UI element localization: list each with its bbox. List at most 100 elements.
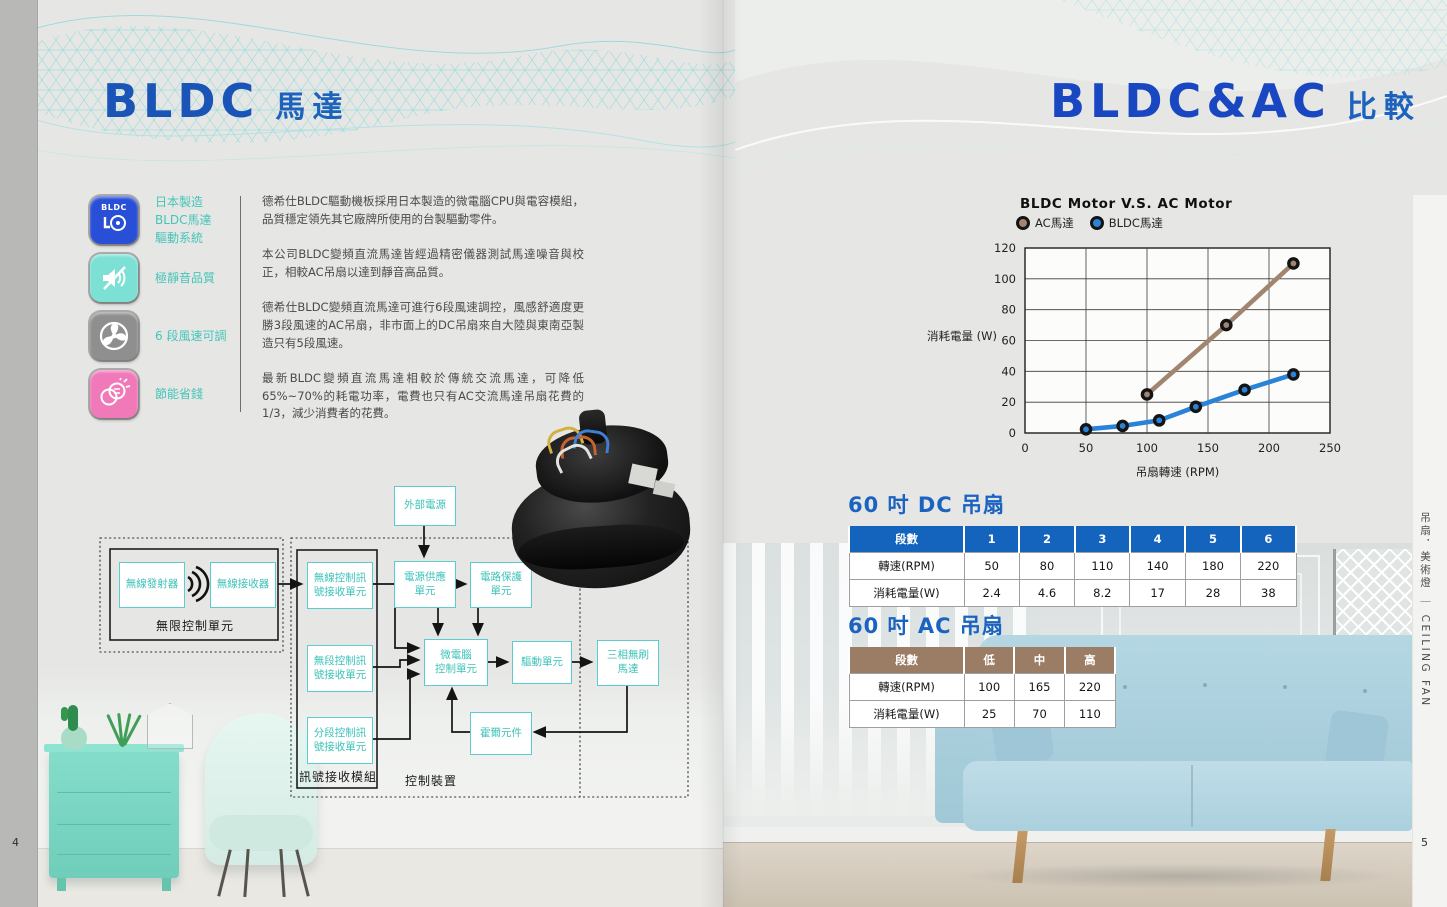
wireless-signal-unit-box: 無線控制訊 號接收單元 xyxy=(307,562,373,609)
row-label-cell: 轉速(RPM) xyxy=(848,673,965,701)
table-cell: 17 xyxy=(1129,579,1186,607)
table-header-cell: 中 xyxy=(1013,647,1066,674)
edge-vertical-caption: 吊扇．美術燈 ｜ CEILING FAN xyxy=(1419,512,1431,708)
table-cell: 2.4 xyxy=(963,579,1020,607)
intro-paragraphs: 德希仕BLDC驅動機板採用日本製造的微電腦CPU與電容模組，品質穩定領先其它廠牌… xyxy=(262,193,584,440)
svg-text:100: 100 xyxy=(1136,441,1158,455)
legend-marker xyxy=(1089,216,1104,230)
tufting-button xyxy=(1203,683,1207,687)
legend-label: BLDC馬達 xyxy=(1108,216,1163,230)
table-header-cell: 5 xyxy=(1184,526,1242,553)
chart-x-axis-label: 吊扇轉速 (RPM) xyxy=(1135,465,1220,479)
tufting-button xyxy=(1123,685,1127,689)
three-phase-motor-box: 三相無刷 馬達 xyxy=(597,640,659,686)
vertical-divider xyxy=(240,196,241,412)
table-cell: 180 xyxy=(1184,552,1242,580)
right-page-title: BLDC&AC 比較 xyxy=(1050,74,1421,128)
table-cell: 4.6 xyxy=(1018,579,1076,607)
ac-table-heading: 60 吋 AC 吊扇 xyxy=(848,614,1004,638)
svg-text:20: 20 xyxy=(1001,395,1016,409)
paragraph-energy: 最新BLDC變頻直流馬達相較於傳統交流馬達，可降低65%~70%的耗電功率，電費… xyxy=(262,370,584,421)
table-header-cell: 高 xyxy=(1063,647,1117,674)
table-header-cell: 3 xyxy=(1073,526,1131,553)
table-cell: 140 xyxy=(1129,552,1186,580)
sofa-seat-cushions xyxy=(963,761,1412,831)
feature-six-speed: 6 段風速可調 xyxy=(90,312,390,360)
bldc-motor-photo xyxy=(502,408,702,595)
svg-text:0: 0 xyxy=(1021,441,1028,455)
row-label-cell: 消耗電量(W) xyxy=(848,579,965,607)
circuit-protection-box: 電路保護 單元 xyxy=(470,562,532,608)
legend-marker xyxy=(1016,216,1030,230)
feature-energy-save: 節能省錢 xyxy=(90,370,390,418)
table-cell: 25 xyxy=(963,700,1015,728)
hall-sensor-box: 霍爾元件 xyxy=(470,712,532,755)
table-header-cell: 6 xyxy=(1239,526,1298,553)
table-cell: 80 xyxy=(1018,552,1076,580)
table-header-cell: 1 xyxy=(962,526,1021,553)
table-cell: 8.2 xyxy=(1074,579,1131,607)
table-header-cell: 段數 xyxy=(848,647,965,674)
svg-text:100: 100 xyxy=(994,272,1016,286)
wireless-receiver-box: 無線接收器 xyxy=(210,562,276,608)
table-cell: 50 xyxy=(963,552,1020,580)
page-number-left: 4 xyxy=(12,836,19,849)
page-number-right: 5 xyxy=(1421,836,1428,849)
dc-table-heading: 60 吋 DC 吊扇 xyxy=(848,493,1005,517)
cushion-seam xyxy=(1191,765,1193,827)
paragraph-six-speed: 德希仕BLDC變頻直流馬達可進行6段風速調控，風感舒適度更勝3段風速的AC吊扇，… xyxy=(262,299,584,350)
bldc-drive-icon: BLDC xyxy=(90,196,138,244)
wireless-group-label: 無限控制單元 xyxy=(155,619,234,633)
svg-text:80: 80 xyxy=(1001,303,1016,317)
table-cell: 100 xyxy=(963,673,1015,701)
row-label-cell: 消耗電量(W) xyxy=(848,700,965,728)
left-page-margin-strip xyxy=(0,0,38,907)
legend-label: AC馬達 xyxy=(1035,216,1074,230)
armchair-cushion xyxy=(209,815,313,851)
title-compare: 比較 xyxy=(1346,90,1421,125)
left-page-title: BLDC 馬達 xyxy=(103,74,349,128)
table-cell: 110 xyxy=(1064,700,1116,728)
feature-japan-drive: BLDC 日本製造 BLDC馬達 驅動系統 xyxy=(90,195,390,245)
svg-text:200: 200 xyxy=(1258,441,1280,455)
title-bldc-ac: BLDC&AC xyxy=(1050,74,1331,128)
chart-legend: AC馬達 BLDC馬達 xyxy=(1016,215,1163,231)
row-label-cell: 轉速(RPM) xyxy=(848,552,965,580)
cactus-plant xyxy=(61,707,68,721)
table-header-cell: 段數 xyxy=(848,526,965,553)
paragraph-drive-board: 德希仕BLDC驅動機板採用日本製造的微電腦CPU與電容模組，品質穩定領先其它廠牌… xyxy=(262,194,584,226)
tufting-button xyxy=(1363,689,1367,693)
title-motor: 馬達 xyxy=(275,90,350,125)
left-lifestyle-photo xyxy=(37,668,723,907)
control-device-label: 控制裝置 xyxy=(405,774,458,788)
coins-icon xyxy=(90,370,138,418)
mute-speaker-icon xyxy=(90,254,138,302)
mcu-box: 微電腦 控制單元 xyxy=(424,639,488,686)
bldc-icon-glyph: BLDC xyxy=(101,203,127,237)
stepless-signal-unit-box: 無段控制訊 號接收單元 xyxy=(307,645,373,692)
svg-text:40: 40 xyxy=(1001,364,1016,378)
signal-module-label: 訊號接收模組 xyxy=(299,770,378,784)
table-cell: 38 xyxy=(1240,579,1297,607)
fan-speed-icon xyxy=(90,312,138,360)
table-cell: 220 xyxy=(1240,552,1297,580)
wood-floor xyxy=(723,842,1412,907)
table-cell: 220 xyxy=(1064,673,1116,701)
wireless-transmitter-box: 無線發射器 xyxy=(119,562,185,608)
legend-item: AC馬達 xyxy=(1016,215,1074,231)
svg-text:120: 120 xyxy=(994,241,1016,255)
feature-quiet: 極靜音品質 xyxy=(90,254,390,302)
legend-item: BLDC馬達 xyxy=(1089,215,1163,231)
right-page-margin-strip xyxy=(1412,195,1447,907)
svg-text:60: 60 xyxy=(1001,334,1016,348)
cactus-plant xyxy=(68,705,78,731)
page-fold-highlight xyxy=(724,0,742,907)
feature-label: 日本製造 BLDC馬達 驅動系統 xyxy=(155,195,212,245)
